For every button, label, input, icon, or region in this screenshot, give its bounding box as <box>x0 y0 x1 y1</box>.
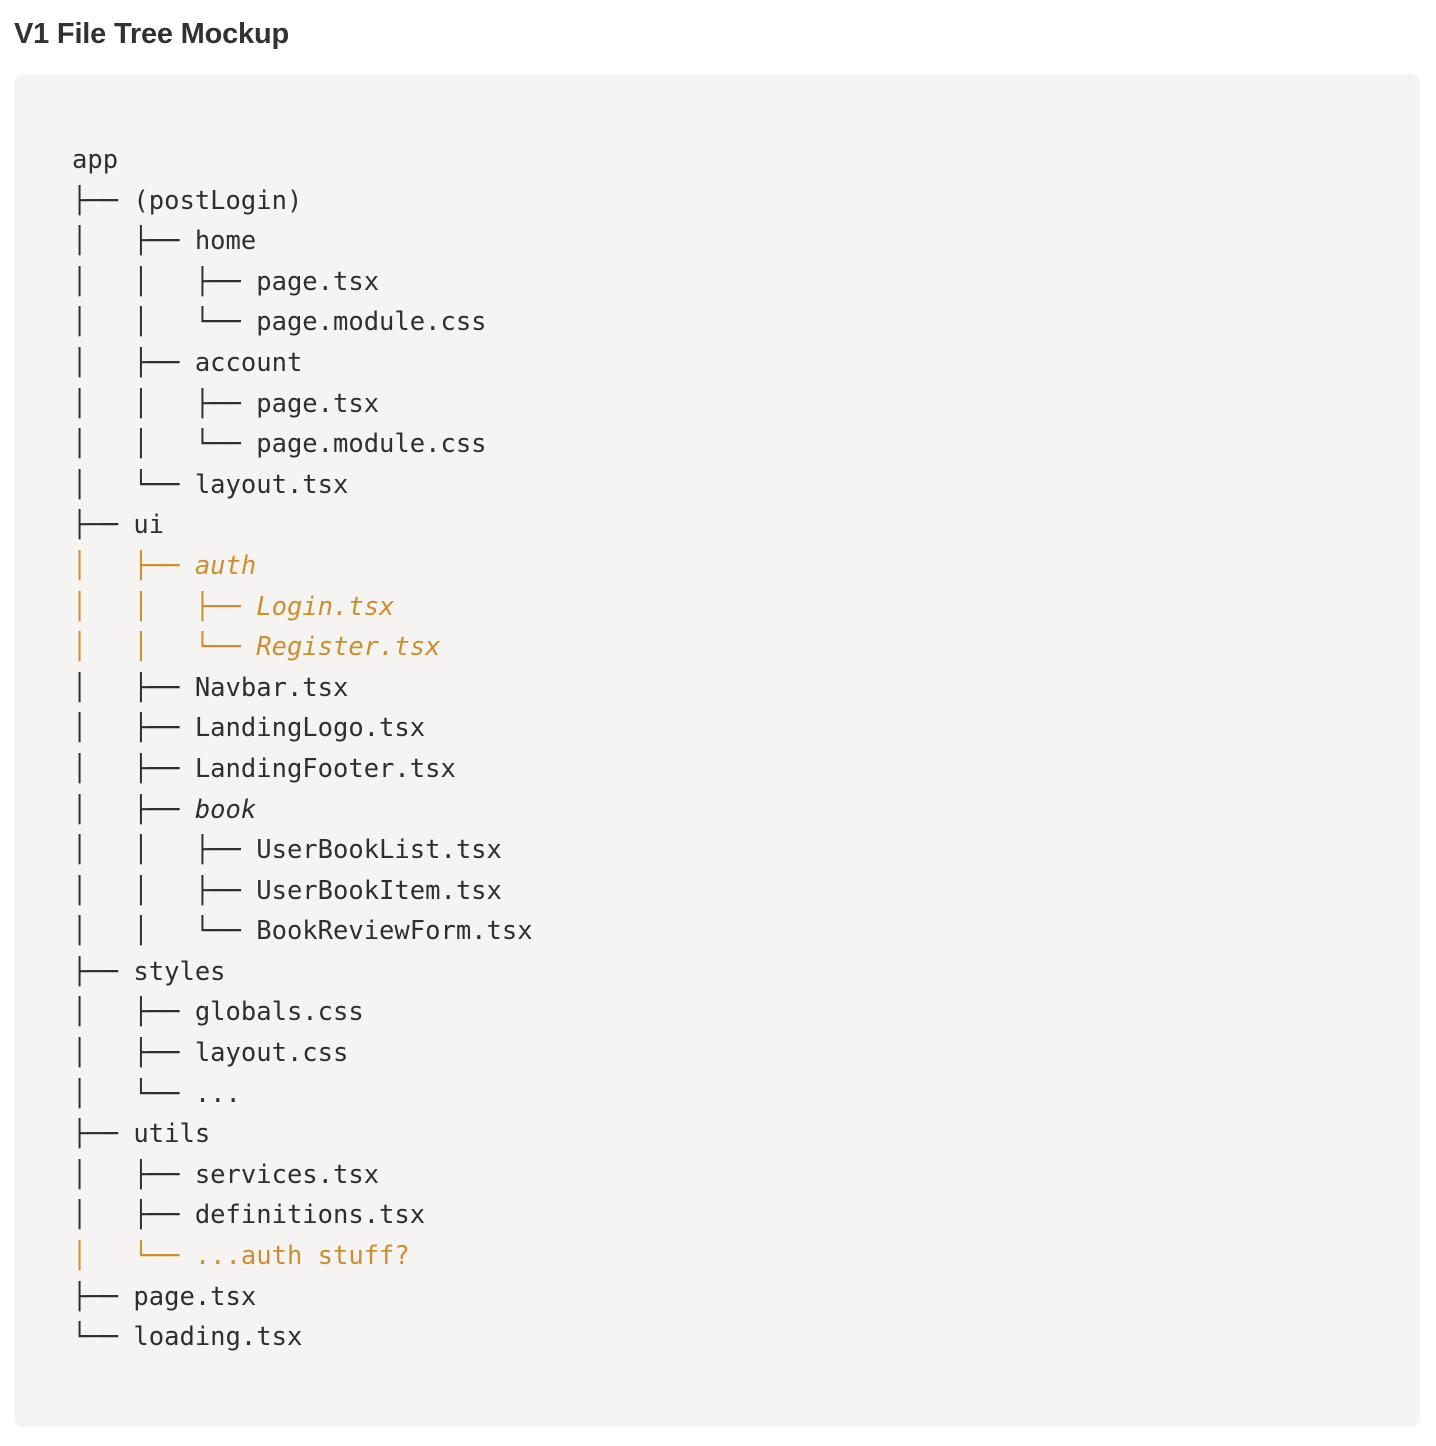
tree-node-label[interactable]: ui <box>133 510 165 541</box>
tree-branch-connector: │ │ └── <box>72 632 257 663</box>
tree-node-label[interactable]: book <box>194 794 257 825</box>
tree-node-label[interactable]: page.tsx <box>256 266 380 297</box>
file-tree-row[interactable]: │ │ ├── page.tsx <box>72 384 533 425</box>
tree-branch-connector: │ ├── <box>72 713 195 744</box>
file-tree-row[interactable]: ├── utils <box>72 1114 533 1155</box>
tree-node-label[interactable]: UserBookItem.tsx <box>256 875 502 906</box>
tree-branch-connector: ├── <box>72 1281 134 1312</box>
tree-node-label[interactable]: page.tsx <box>133 1281 257 1312</box>
file-tree-row[interactable]: ├── ui <box>72 505 533 546</box>
tree-branch-connector: │ │ ├── <box>72 266 257 297</box>
file-tree-row[interactable]: │ │ └── page.module.css <box>72 302 533 343</box>
tree-branch-connector: │ ├── <box>72 997 195 1028</box>
tree-branch-connector: │ │ └── <box>72 916 257 947</box>
file-tree-row[interactable]: └── loading.tsx <box>72 1317 533 1358</box>
tree-branch-connector: │ │ ├── <box>72 875 257 906</box>
file-tree-row[interactable]: │ └── ... <box>72 1074 533 1115</box>
file-tree: app├── (postLogin)│ ├── home│ │ ├── page… <box>72 140 533 1358</box>
file-tree-row[interactable]: ├── (postLogin) <box>72 181 533 222</box>
file-tree-row[interactable]: │ ├── globals.css <box>72 992 533 1033</box>
tree-node-label[interactable]: Navbar.tsx <box>194 672 349 703</box>
tree-branch-connector: │ │ └── <box>72 429 257 460</box>
file-tree-row[interactable]: │ └── layout.tsx <box>72 465 533 506</box>
file-tree-row[interactable]: │ └── ...auth stuff? <box>72 1236 533 1277</box>
tree-branch-connector: ├── <box>72 1119 134 1150</box>
file-tree-row[interactable]: │ ├── LandingFooter.tsx <box>72 749 533 790</box>
tree-node-label[interactable]: home <box>194 226 257 257</box>
tree-branch-connector: │ │ ├── <box>72 591 257 622</box>
tree-branch-connector: │ ├── <box>72 1200 195 1231</box>
page-title: V1 File Tree Mockup <box>14 18 290 50</box>
file-tree-row[interactable]: │ │ ├── UserBookItem.tsx <box>72 871 533 912</box>
tree-branch-connector: │ ├── <box>72 347 195 378</box>
tree-branch-connector: │ └── <box>72 1078 195 1109</box>
tree-node-label[interactable]: LandingLogo.tsx <box>194 713 426 744</box>
tree-branch-connector: └── <box>72 1322 134 1353</box>
file-tree-row[interactable]: │ ├── layout.css <box>72 1033 533 1074</box>
file-tree-row[interactable]: │ ├── auth <box>72 546 533 587</box>
tree-node-label[interactable]: ...auth stuff? <box>194 1241 410 1272</box>
tree-node-label[interactable]: auth <box>194 550 257 581</box>
file-tree-row[interactable]: app <box>72 140 533 181</box>
tree-branch-connector: │ └── <box>72 469 195 500</box>
file-tree-row[interactable]: ├── styles <box>72 952 533 993</box>
tree-node-label[interactable]: ... <box>194 1078 241 1109</box>
tree-node-label[interactable]: UserBookList.tsx <box>256 835 502 866</box>
tree-node-label[interactable]: (postLogin) <box>133 185 303 216</box>
tree-node-label[interactable]: account <box>194 347 303 378</box>
file-tree-row[interactable]: │ ├── book <box>72 790 533 831</box>
file-tree-row[interactable]: │ ├── home <box>72 221 533 262</box>
tree-branch-connector: ├── <box>72 185 134 216</box>
file-tree-row[interactable]: │ ├── definitions.tsx <box>72 1195 533 1236</box>
tree-node-label[interactable]: layout.tsx <box>194 469 349 500</box>
tree-branch-connector: ├── <box>72 510 134 541</box>
tree-node-label[interactable]: styles <box>133 956 226 987</box>
tree-branch-connector: │ ├── <box>72 672 195 703</box>
tree-node-label[interactable]: Register.tsx <box>256 632 441 663</box>
tree-branch-connector: │ └── <box>72 1241 195 1272</box>
tree-node-label[interactable]: globals.css <box>194 997 364 1028</box>
file-tree-row[interactable]: │ ├── LandingLogo.tsx <box>72 708 533 749</box>
tree-branch-connector: │ ├── <box>72 753 195 784</box>
file-tree-row[interactable]: │ │ └── BookReviewForm.tsx <box>72 911 533 952</box>
tree-node-label[interactable]: Login.tsx <box>256 591 395 622</box>
tree-node-label[interactable]: page.module.css <box>256 429 487 460</box>
tree-branch-connector: │ │ ├── <box>72 388 257 419</box>
file-tree-row[interactable]: ├── page.tsx <box>72 1277 533 1318</box>
tree-node-label[interactable]: BookReviewForm.tsx <box>256 916 533 947</box>
file-tree-row[interactable]: │ ├── account <box>72 343 533 384</box>
tree-node-label[interactable]: definitions.tsx <box>194 1200 426 1231</box>
file-tree-row[interactable]: │ │ ├── UserBookList.tsx <box>72 830 533 871</box>
tree-node-label[interactable]: page.module.css <box>256 307 487 338</box>
tree-branch-connector: │ ├── <box>72 1159 195 1190</box>
tree-branch-connector: │ ├── <box>72 1038 195 1069</box>
tree-node-label[interactable]: utils <box>133 1119 211 1150</box>
tree-node-label[interactable]: services.tsx <box>194 1159 380 1190</box>
file-tree-row[interactable]: │ ├── services.tsx <box>72 1155 533 1196</box>
tree-node-label[interactable]: loading.tsx <box>133 1322 303 1353</box>
tree-branch-connector: │ │ └── <box>72 307 257 338</box>
tree-branch-connector: │ ├── <box>72 794 195 825</box>
tree-branch-connector: │ ├── <box>72 550 195 581</box>
file-tree-row[interactable]: │ ├── Navbar.tsx <box>72 668 533 709</box>
tree-node-label[interactable]: page.tsx <box>256 388 380 419</box>
file-tree-row[interactable]: │ │ └── page.module.css <box>72 424 533 465</box>
tree-branch-connector: │ ├── <box>72 226 195 257</box>
file-tree-card: app├── (postLogin)│ ├── home│ │ ├── page… <box>14 74 1420 1427</box>
tree-node-label[interactable]: layout.css <box>194 1038 349 1069</box>
file-tree-row[interactable]: │ │ ├── page.tsx <box>72 262 533 303</box>
tree-branch-connector: ├── <box>72 956 134 987</box>
tree-branch-connector: │ │ ├── <box>72 835 257 866</box>
file-tree-row[interactable]: │ │ └── Register.tsx <box>72 627 533 668</box>
file-tree-row[interactable]: │ │ ├── Login.tsx <box>72 587 533 628</box>
tree-node-label[interactable]: LandingFooter.tsx <box>194 753 456 784</box>
tree-node-label[interactable]: app <box>72 145 119 175</box>
